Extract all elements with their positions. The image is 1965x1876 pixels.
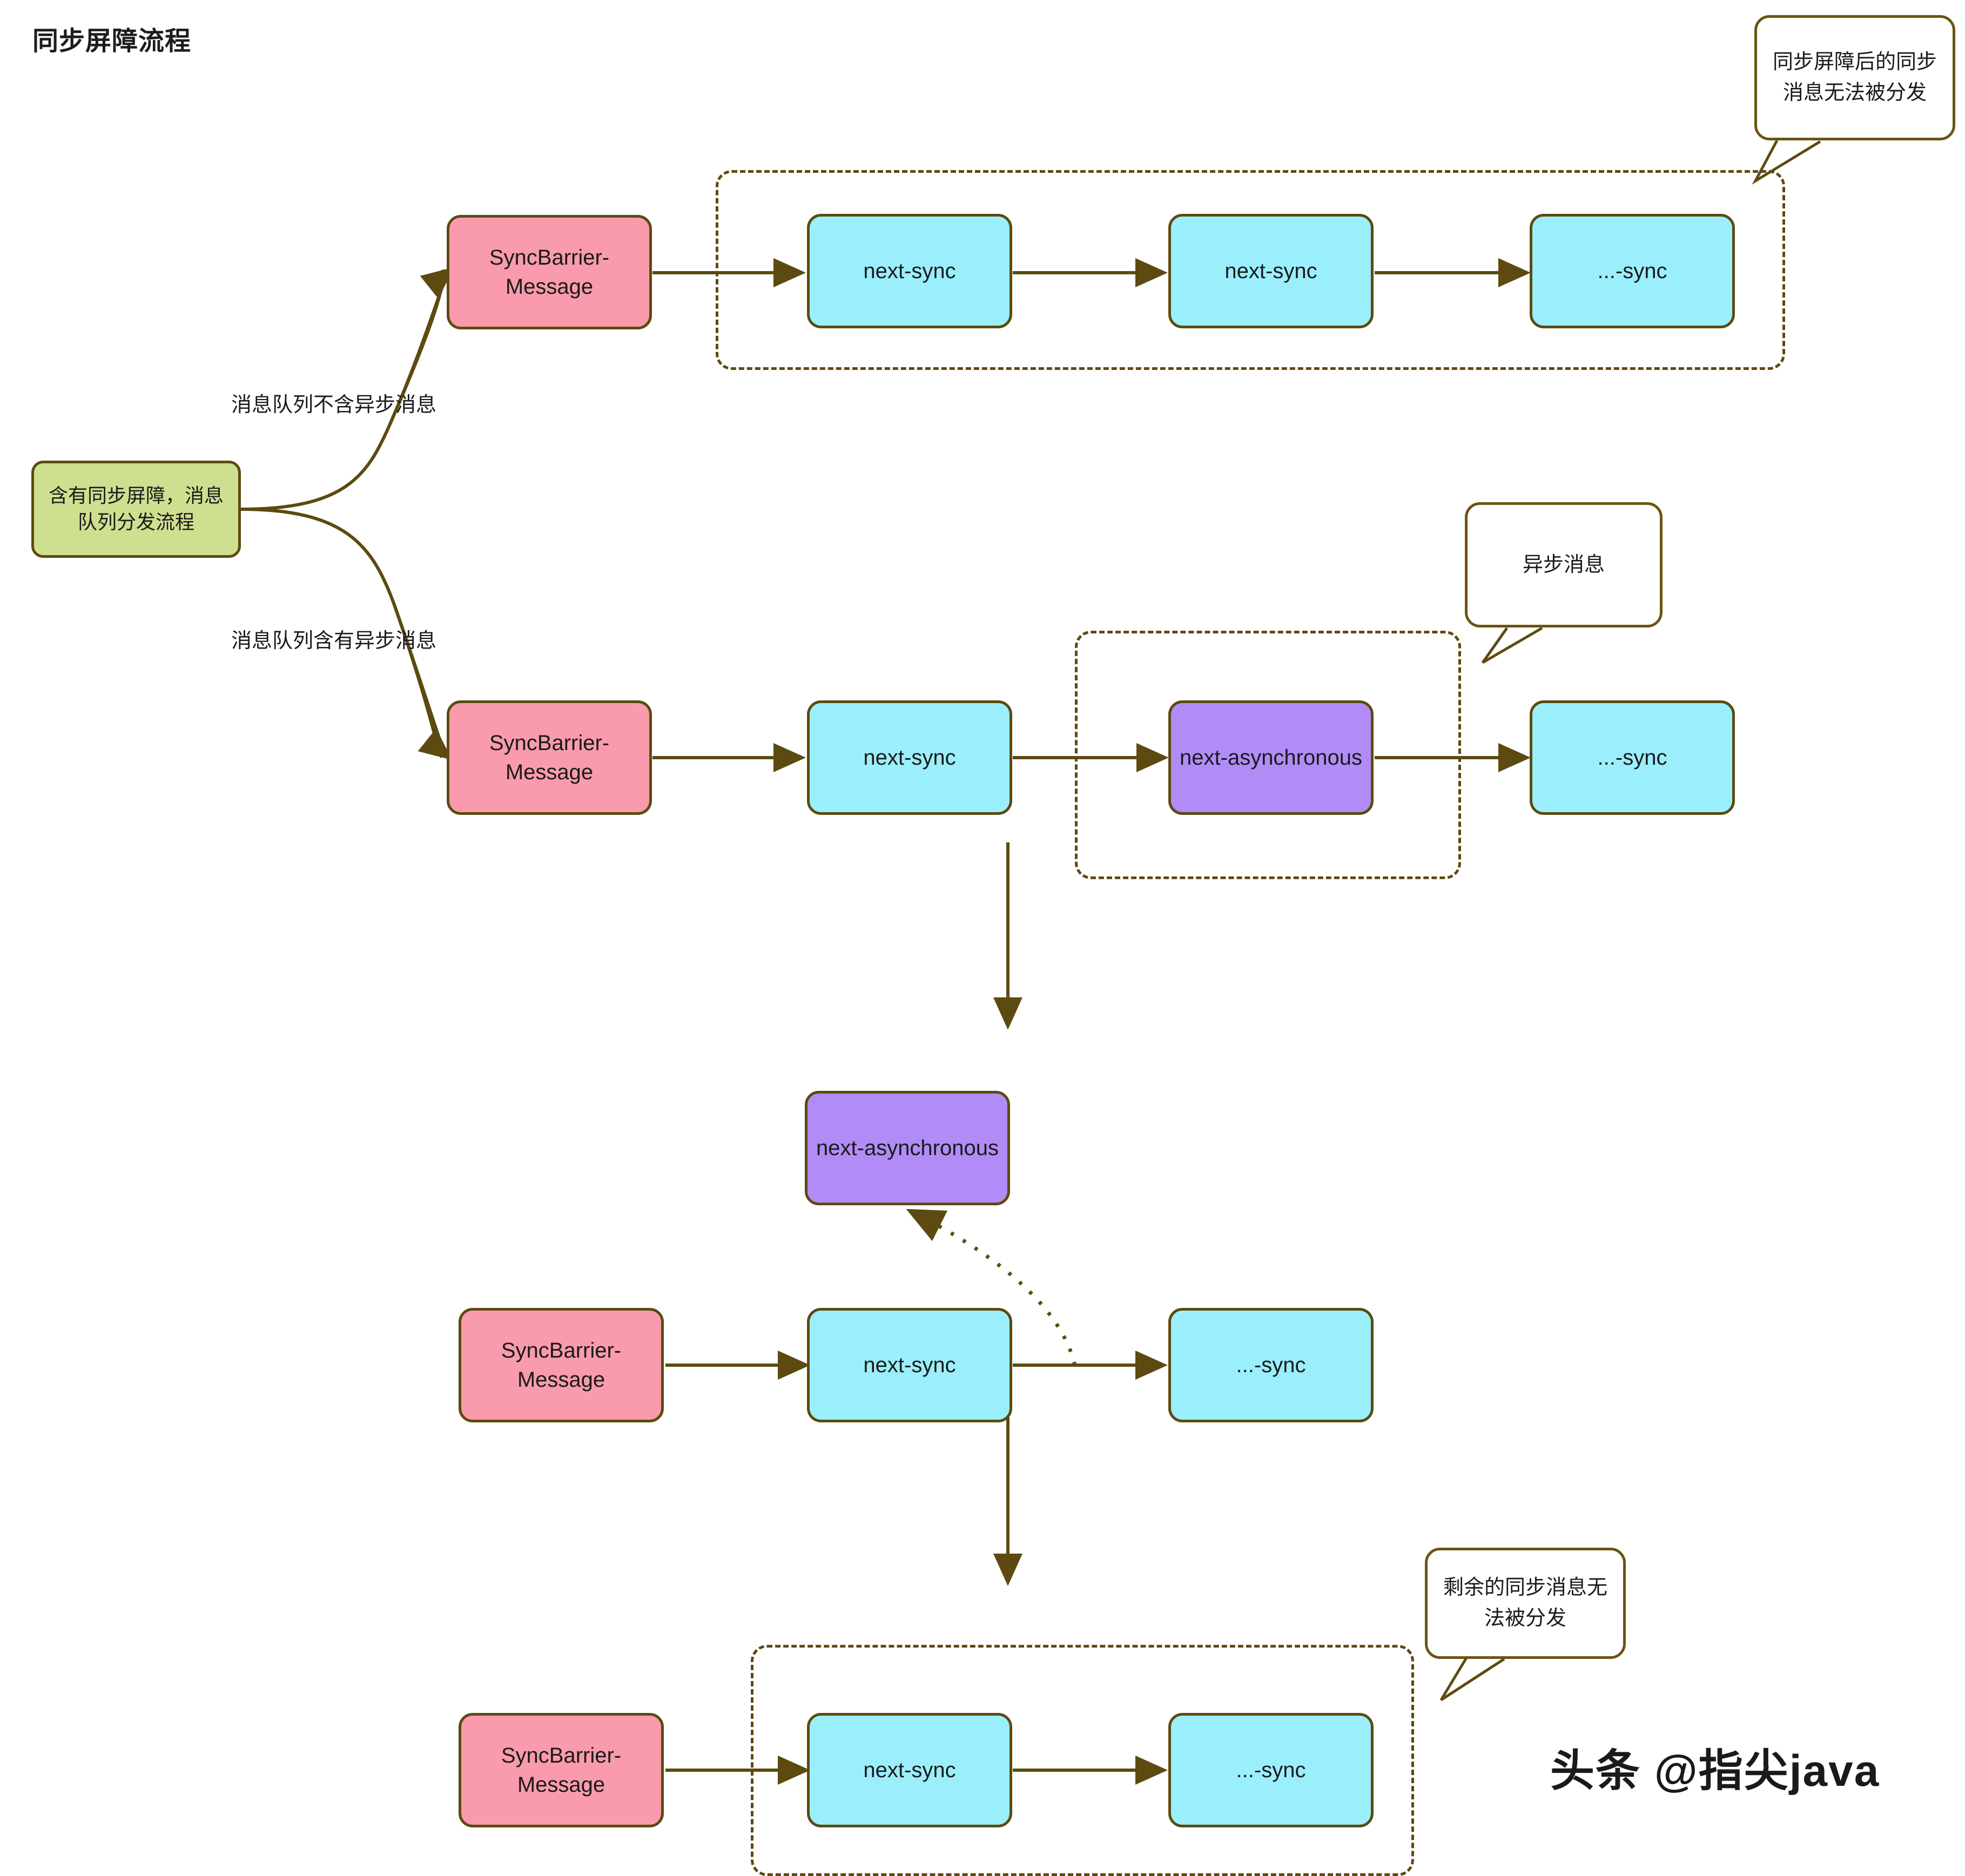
callout-top-right-text: 同步屏障后的同步消息无法被分发 [1772,51,1937,104]
row1-next-sync-label-1: next-sync [863,259,956,283]
start-node-label: 含有同步屏障，消息队列分发流程 [48,484,224,533]
row1-sync-barrier-node[interactable]: SyncBarrier-Message [447,215,652,329]
watermark: 头条 @指尖java [1550,1746,1880,1796]
row2-async-group [1075,631,1461,879]
branch-label-bottom: 消息队列含有异步消息 [231,630,437,652]
callout-bottom-right-text: 剩余的同步消息无法被分发 [1443,1576,1607,1630]
row1-undelivered-group [716,170,1785,370]
row2-next-sync-label: next-sync [863,746,956,770]
row4-undelivered-group [751,1645,1414,1876]
row4-next-sync-label: next-sync [863,1758,956,1782]
row2-tail-sync-label: ...-sync [1597,746,1667,770]
row2-tail-sync-node[interactable]: ...-sync [1530,700,1735,815]
callout-middle-right: 异步消息 [1465,502,1663,627]
row1-next-sync-node-1[interactable]: next-sync [807,214,1012,328]
row1-tail-sync-node[interactable]: ...-sync [1530,214,1735,328]
row2-sync-barrier-label: SyncBarrier-Message [489,731,610,784]
row3-sync-barrier-node[interactable]: SyncBarrier-Message [459,1308,664,1422]
row4-tail-sync-label: ...-sync [1236,1758,1306,1782]
row2-next-sync-node[interactable]: next-sync [807,700,1012,815]
row2-next-async-label: next-asynchronous [1180,746,1362,770]
row4-sync-barrier-node[interactable]: SyncBarrier-Message [459,1713,664,1827]
row4-tail-sync-node[interactable]: ...-sync [1168,1713,1374,1827]
row1-tail-sync-label: ...-sync [1597,259,1667,283]
callout-bottom-right: 剩余的同步消息无法被分发 [1425,1548,1626,1659]
row3-next-sync-label: next-sync [863,1353,956,1377]
row3-tail-sync-label: ...-sync [1236,1353,1306,1377]
row1-next-sync-node-2[interactable]: next-sync [1168,214,1374,328]
callout-middle-right-text: 异步消息 [1522,553,1605,576]
row1-next-sync-label-2: next-sync [1224,259,1317,283]
row3-next-sync-node[interactable]: next-sync [807,1308,1012,1422]
row2-next-async-node[interactable]: next-asynchronous [1168,700,1374,815]
start-node[interactable]: 含有同步屏障，消息队列分发流程 [31,461,241,558]
row3-sync-barrier-label: SyncBarrier-Message [501,1339,622,1392]
row4-sync-barrier-label: SyncBarrier-Message [501,1744,622,1797]
page-title: 同步屏障流程 [32,27,192,56]
row3-next-async-label: next-asynchronous [816,1136,999,1160]
row4-next-sync-node[interactable]: next-sync [807,1713,1012,1827]
branch-label-top: 消息队列不含异步消息 [231,394,437,416]
row3-tail-sync-node[interactable]: ...-sync [1168,1308,1374,1422]
row3-next-async-node[interactable]: next-asynchronous [805,1091,1010,1205]
callout-top-right: 同步屏障后的同步消息无法被分发 [1754,15,1955,140]
row1-sync-barrier-label: SyncBarrier-Message [489,246,610,299]
row2-sync-barrier-node[interactable]: SyncBarrier-Message [447,700,652,815]
